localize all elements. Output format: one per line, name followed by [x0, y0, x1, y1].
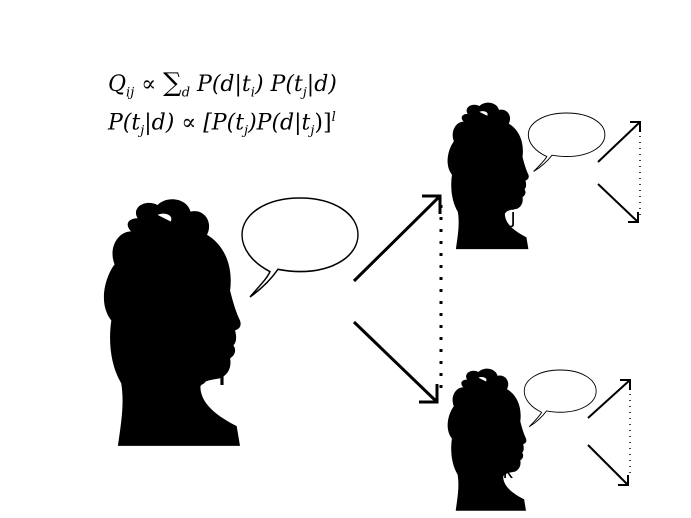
speech-bubble-type-k-icon	[523, 369, 597, 428]
person-type-i-icon	[103, 199, 241, 446]
arrow-type-j-down-icon	[597, 183, 639, 223]
equation-line-1: Qij ∝ ∑d P(d|ti) P(tj|d)	[108, 68, 337, 101]
equation-line-2: P(tj|d) ∝ [P(tj)P(d|tj)]l	[108, 110, 336, 139]
label-type-i: Type i	[130, 352, 227, 393]
arrow-type-k-down-icon	[587, 444, 629, 486]
arrow-to-type-k-icon	[352, 320, 439, 404]
arrow-to-type-j-icon	[352, 194, 442, 283]
arrow-type-k-up-icon	[587, 379, 631, 419]
label-type-k: Type k	[454, 461, 513, 483]
person-type-k-icon	[447, 368, 527, 511]
speech-bubble-type-j-icon	[527, 112, 606, 172]
label-type-j: Type j	[462, 206, 516, 228]
speech-bubble-type-i-icon	[241, 197, 359, 298]
arrow-type-j-up-icon	[597, 121, 641, 163]
